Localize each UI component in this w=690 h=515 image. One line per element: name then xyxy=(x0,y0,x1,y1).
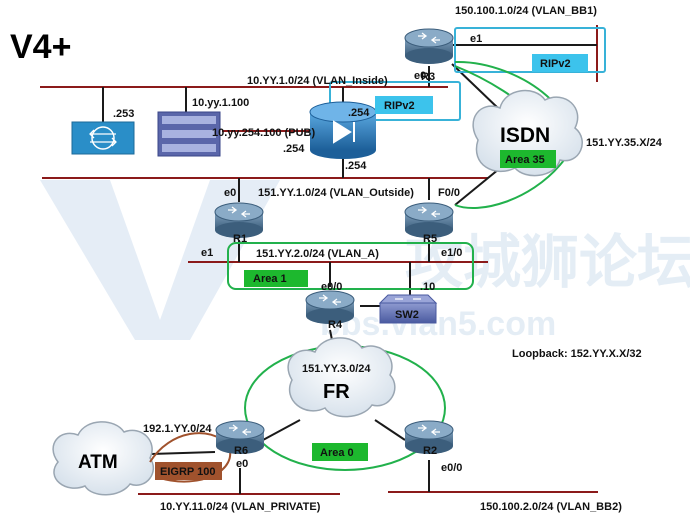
label-254-b: .254 xyxy=(283,143,305,155)
fr-cloud: FR xyxy=(287,337,396,418)
switch-sw2[interactable]: SW2 xyxy=(378,294,438,324)
router-r2[interactable]: R2 xyxy=(404,420,454,457)
net-pub: 10.yy.254.100 (PUB) xyxy=(212,127,315,139)
label-r1-e1: e1 xyxy=(201,247,213,259)
svg-text:RIPv2: RIPv2 xyxy=(540,58,571,70)
router-r4[interactable]: R4 xyxy=(305,290,355,331)
label-r2-e00: e0/0 xyxy=(441,462,462,474)
watermark-url: bbs.vlan5.com xyxy=(320,305,556,343)
tag-area35: Area 35 xyxy=(500,150,556,168)
svg-text:RIPv2: RIPv2 xyxy=(384,100,415,112)
router-r2-label: R2 xyxy=(423,445,437,457)
net-vlan-bb1: 150.100.1.0/24 (VLAN_BB1) xyxy=(455,5,597,17)
label-r3-e1: e1 xyxy=(470,33,482,45)
net-vlan-outside: 151.YY.1.0/24 (VLAN_Outside) xyxy=(258,187,414,199)
ripv2-mid-box xyxy=(329,81,461,121)
label-r4-e00: e0/0 xyxy=(321,281,342,293)
label-r3-e0: e0 xyxy=(414,70,426,82)
router-r4-label: R4 xyxy=(328,319,343,331)
ripv2-top-box xyxy=(454,27,606,73)
label-r6-e0: e0 xyxy=(236,458,248,470)
router-r6[interactable]: R6 xyxy=(215,420,265,457)
label-r1-e0: e0 xyxy=(224,187,236,199)
net-isdn: 151.YY.35.X/24 xyxy=(586,137,663,149)
router-r3[interactable]: R3 xyxy=(404,28,454,83)
page-title: V4+ xyxy=(10,28,71,66)
area1-outline xyxy=(227,242,474,290)
fr-label: FR xyxy=(323,381,350,403)
router-r5[interactable]: R5 xyxy=(404,202,454,245)
tag-eigrp: EIGRP 100 xyxy=(155,462,222,480)
label-253: .253 xyxy=(113,108,134,120)
switch-253[interactable] xyxy=(71,121,135,155)
firewall[interactable] xyxy=(309,101,377,159)
label-254-c: .254 xyxy=(345,160,367,172)
router-r6-label: R6 xyxy=(234,445,248,457)
switch-sw2-label: SW2 xyxy=(395,309,419,321)
net-atm: 192.1.YY.0/24 xyxy=(143,423,212,435)
router-r1-label: R1 xyxy=(233,233,247,245)
isdn-label: ISDN xyxy=(500,124,550,147)
net-loopback: Loopback: 152.YY.X.X/32 xyxy=(512,348,642,360)
label-dot10: .10 xyxy=(420,281,435,293)
label-r5-e10: e1/0 xyxy=(441,247,462,259)
tag-ripv2-mid: RIPv2 xyxy=(375,96,433,114)
tag-area1: Area 1 xyxy=(244,270,308,287)
label-254-a: .254 xyxy=(348,107,370,119)
net-host-ip: 10.yy.1.100 xyxy=(192,97,249,109)
router-r3-label: R3 xyxy=(421,71,435,83)
svg-text:Area 35: Area 35 xyxy=(505,154,545,166)
svg-text:EIGRP 100: EIGRP 100 xyxy=(160,466,215,478)
label-r5-f00: F0/0 xyxy=(438,187,460,199)
svg-text:Area 0: Area 0 xyxy=(320,447,354,459)
ripv2-domains xyxy=(329,27,606,121)
server-stack[interactable] xyxy=(157,111,221,157)
tag-ripv2-top: RIPv2 xyxy=(532,54,588,72)
atm-cloud: ATM xyxy=(52,421,155,496)
net-vlan-inside: 10.YY.1.0/24 (VLAN_Inside) xyxy=(247,75,388,87)
svg-text:Area 1: Area 1 xyxy=(253,273,287,285)
tag-area0: Area 0 xyxy=(312,443,368,461)
net-vlan-private: 10.YY.11.0/24 (VLAN_PRIVATE) xyxy=(160,501,321,513)
net-vlan-bb2: 150.100.2.0/24 (VLAN_BB2) xyxy=(480,501,622,513)
net-fr: 151.YY.3.0/24 xyxy=(302,363,371,375)
router-r1[interactable]: R1 xyxy=(214,202,264,245)
router-r5-label: R5 xyxy=(423,233,437,245)
net-vlan-a: 151.YY.2.0/24 (VLAN_A) xyxy=(256,248,379,260)
atm-label: ATM xyxy=(78,452,118,473)
